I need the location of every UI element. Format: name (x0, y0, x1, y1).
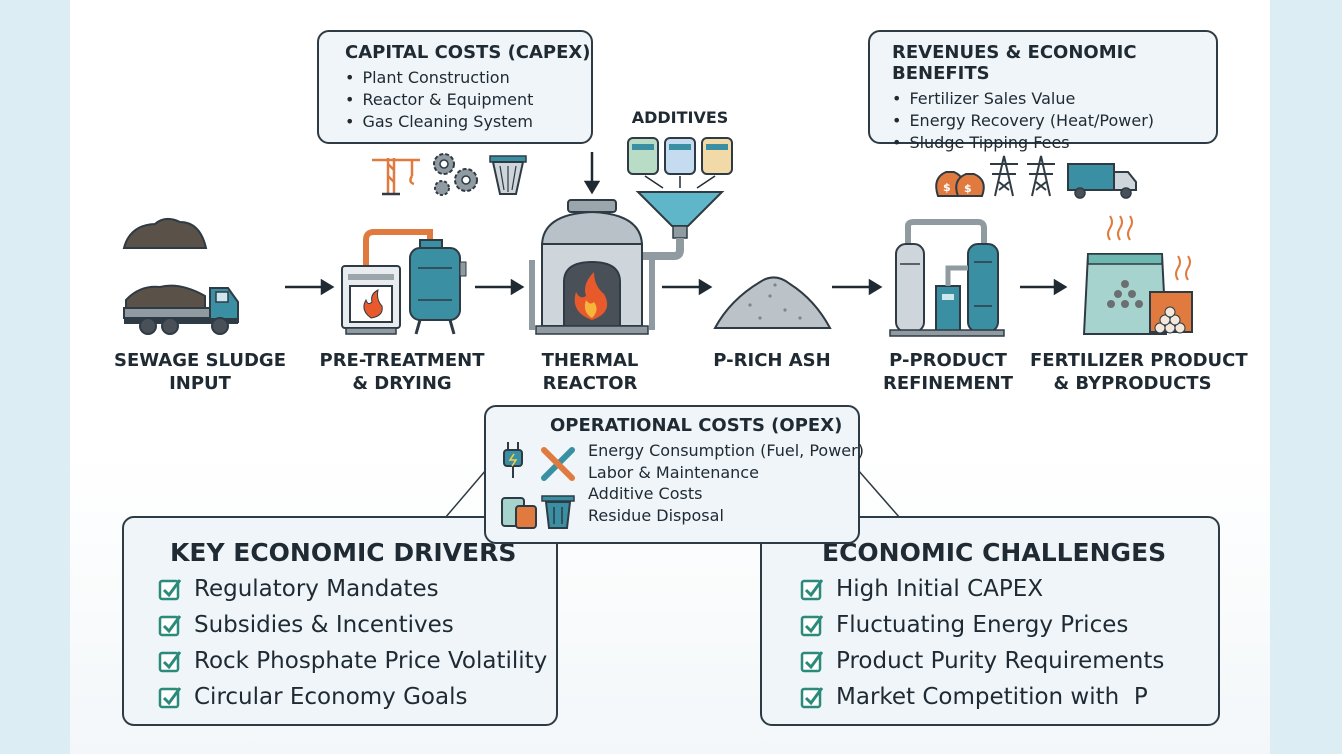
ash-pile-icon (713, 276, 832, 329)
plug-icon (503, 442, 523, 478)
capex-item: Gas Cleaning System (345, 111, 591, 133)
delivery-truck-icon (1067, 163, 1137, 199)
capex-item: Reactor & Equipment (345, 89, 591, 111)
opex-icons (501, 442, 575, 529)
checkbox-icon (158, 687, 182, 709)
revenues-title: REVENUES & ECONOMIC BENEFITS (892, 42, 1137, 84)
thermal-reactor-icon (529, 199, 655, 335)
revenues-item: Energy Recovery (Heat/Power) (892, 110, 1216, 132)
stage-label-p-rich-ash: P-RICH ASH (713, 350, 831, 371)
process-illustrations: $ $ (122, 137, 1193, 529)
opex-item: Labor & Maintenance (588, 462, 759, 482)
checkbox-icon (800, 651, 824, 673)
challenges-item: High Initial CAPEX (800, 571, 1218, 607)
stage-label-fertilizer-product: FERTILIZER PRODUCT& BYPRODUCTS (1030, 350, 1248, 394)
checkbox-icon (158, 615, 182, 637)
drivers-item: Rock Phosphate Price Volatility (158, 643, 556, 679)
capex-box: CAPITAL COSTS (CAPEX) Plant Construction… (317, 30, 593, 144)
challenges-box: ECONOMIC CHALLENGES High Initial CAPEX F… (760, 516, 1220, 726)
crane-icon (372, 158, 420, 196)
opex-title: OPERATIONAL COSTS (OPEX) (550, 415, 843, 436)
opex-box: OPERATIONAL COSTS (OPEX) Energy Consumpt… (484, 405, 864, 544)
challenges-item: Product Purity Requirements (800, 643, 1218, 679)
challenges-item: Fluctuating Energy Prices (800, 607, 1218, 643)
refinement-plant-icon (889, 219, 1005, 337)
drivers-item: Circular Economy Goals (158, 679, 556, 715)
gears-icon (433, 153, 478, 196)
truck-icon (123, 284, 239, 335)
drivers-box: KEY ECONOMIC DRIVERS Regulatory Mandates… (122, 516, 558, 726)
connector-lines (444, 469, 901, 519)
bags-icon (501, 497, 537, 529)
opex-item: Residue Disposal (588, 505, 724, 525)
challenges-title: ECONOMIC CHALLENGES (822, 538, 1167, 567)
sludge-pile-icon (122, 218, 208, 249)
hopper-icon (635, 191, 725, 260)
gas-filter-icon (489, 155, 527, 195)
fertilizer-bag-icon (1082, 215, 1193, 335)
tools-icon (541, 447, 575, 481)
svg-text:$: $ (964, 182, 972, 195)
checkbox-icon (158, 579, 182, 601)
drivers-title: KEY ECONOMIC DRIVERS (170, 538, 517, 567)
stage-label-pretreatment: PRE-TREATMENT& DRYING (319, 350, 485, 394)
revenues-box: REVENUES & ECONOMIC BENEFITS Fertilizer … (868, 30, 1218, 152)
drivers-item: Subsidies & Incentives (158, 607, 556, 643)
additives-label: ADDITIVES (631, 108, 729, 127)
flow-arrows (285, 152, 1068, 296)
trash-bin-icon (541, 495, 575, 529)
revenues-list: Fertilizer Sales Value Energy Recovery (… (892, 88, 1216, 154)
drivers-item: Regulatory Mandates (158, 571, 556, 607)
capex-list: Plant Construction Reactor & Equipment G… (345, 67, 591, 133)
furnace-icon (341, 229, 433, 335)
challenges-item: Market Competition with P (800, 679, 1218, 715)
opex-item: Energy Consumption (Fuel, Power) (588, 441, 864, 460)
revenues-item: Sludge Tipping Fees (892, 132, 1216, 154)
challenges-list: High Initial CAPEX Fluctuating Energy Pr… (800, 571, 1218, 715)
money-bags-icon: $ $ (935, 171, 985, 197)
additive-bags-icon (627, 137, 733, 189)
drivers-list: Regulatory Mandates Subsidies & Incentiv… (158, 571, 556, 715)
power-tower-icon (990, 155, 1055, 197)
opex-item: Additive Costs (588, 484, 703, 503)
diagram-canvas: $ $ (70, 0, 1270, 754)
revenues-item: Fertilizer Sales Value (892, 88, 1216, 110)
opex-list: Energy Consumption (Fuel, Power) Labor &… (588, 440, 864, 526)
capex-title: CAPITAL COSTS (CAPEX) (345, 42, 591, 63)
checkbox-icon (800, 579, 824, 601)
checkbox-icon (800, 615, 824, 637)
checkbox-icon (158, 651, 182, 673)
checkbox-icon (800, 687, 824, 709)
capex-item: Plant Construction (345, 67, 591, 89)
svg-text:$: $ (943, 181, 951, 194)
dryer-tank-icon (409, 239, 467, 335)
